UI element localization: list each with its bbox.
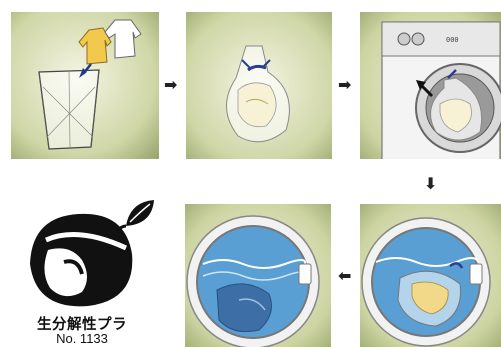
logo-number: No. 1133 bbox=[12, 331, 152, 346]
machine-display: 000 bbox=[446, 36, 459, 44]
step-2-bag-panel bbox=[186, 12, 332, 159]
step-4-drum-panel bbox=[360, 204, 501, 347]
arrow-right-icon: ➡ bbox=[338, 77, 351, 93]
garment-blue-icon bbox=[217, 284, 271, 332]
arrow-right-icon: ➡ bbox=[164, 77, 177, 93]
arrow-left-icon: ⬅ bbox=[338, 268, 351, 284]
biodegradable-leaf-icon bbox=[30, 200, 154, 306]
arrow-down-icon: ⬇ bbox=[424, 176, 437, 192]
step-1-hamper-panel bbox=[11, 12, 159, 159]
step-3-machine-panel: 000 bbox=[360, 12, 501, 159]
step-5-drum-panel bbox=[185, 204, 331, 347]
hamper-icon bbox=[39, 70, 99, 149]
